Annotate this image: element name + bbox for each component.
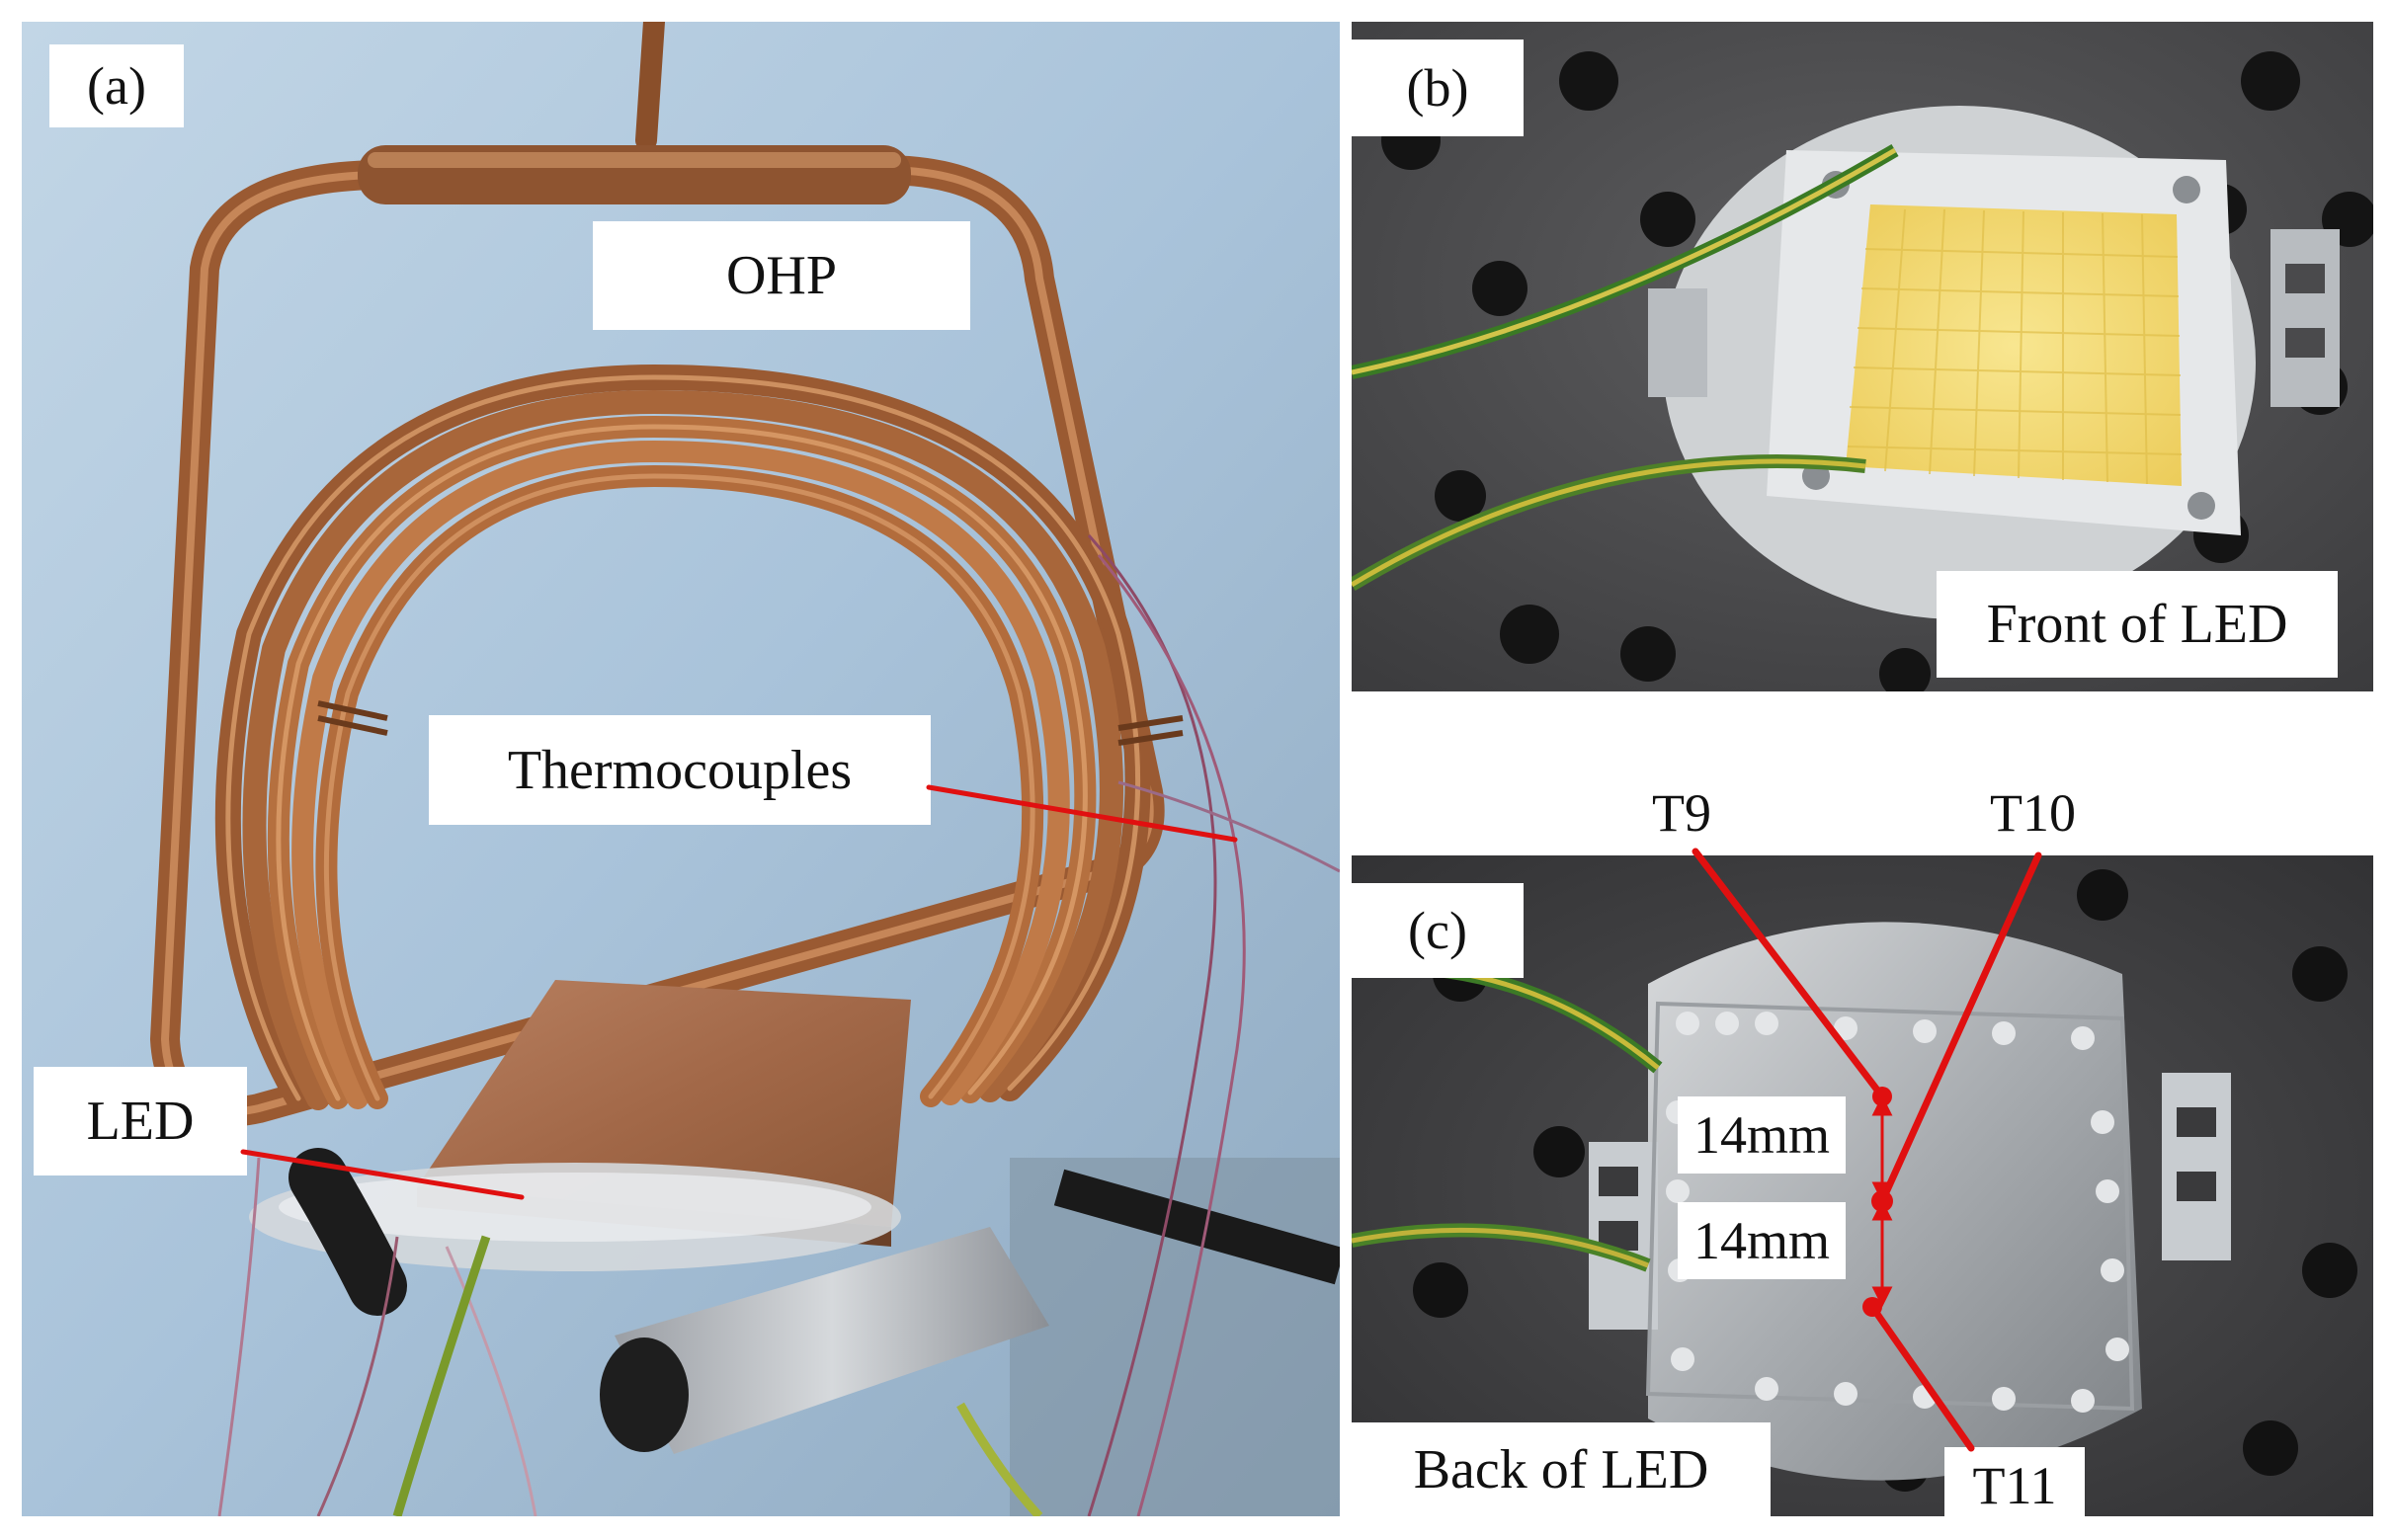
panel-b-tag: (b) — [1352, 40, 1524, 136]
probe-t11-label: T11 — [1944, 1447, 2085, 1524]
front-of-led-caption: Front of LED — [1937, 571, 2338, 678]
thermocouples-label: Thermocouples — [429, 715, 931, 825]
panel-b-photo: (b) Front of LED — [1352, 22, 2373, 691]
probe-t10-label: T10 — [1990, 783, 2076, 843]
panel-a-photo: (a) OHP Thermocouples LED — [22, 22, 1340, 1516]
back-of-led-caption: Back of LED — [1352, 1422, 1771, 1516]
panel-a-tag: (a) — [49, 44, 184, 127]
probe-t9-label: T9 — [1652, 783, 1711, 843]
led-label: LED — [34, 1067, 247, 1175]
dimension-label-lower: 14mm — [1678, 1202, 1846, 1279]
dimension-label-upper: 14mm — [1678, 1096, 1846, 1174]
panel-c-photo: (c) 14mm 14mm Back of LED — [1352, 855, 2373, 1516]
panel-c-tag: (c) — [1352, 883, 1524, 978]
ohp-label: OHP — [593, 221, 970, 330]
